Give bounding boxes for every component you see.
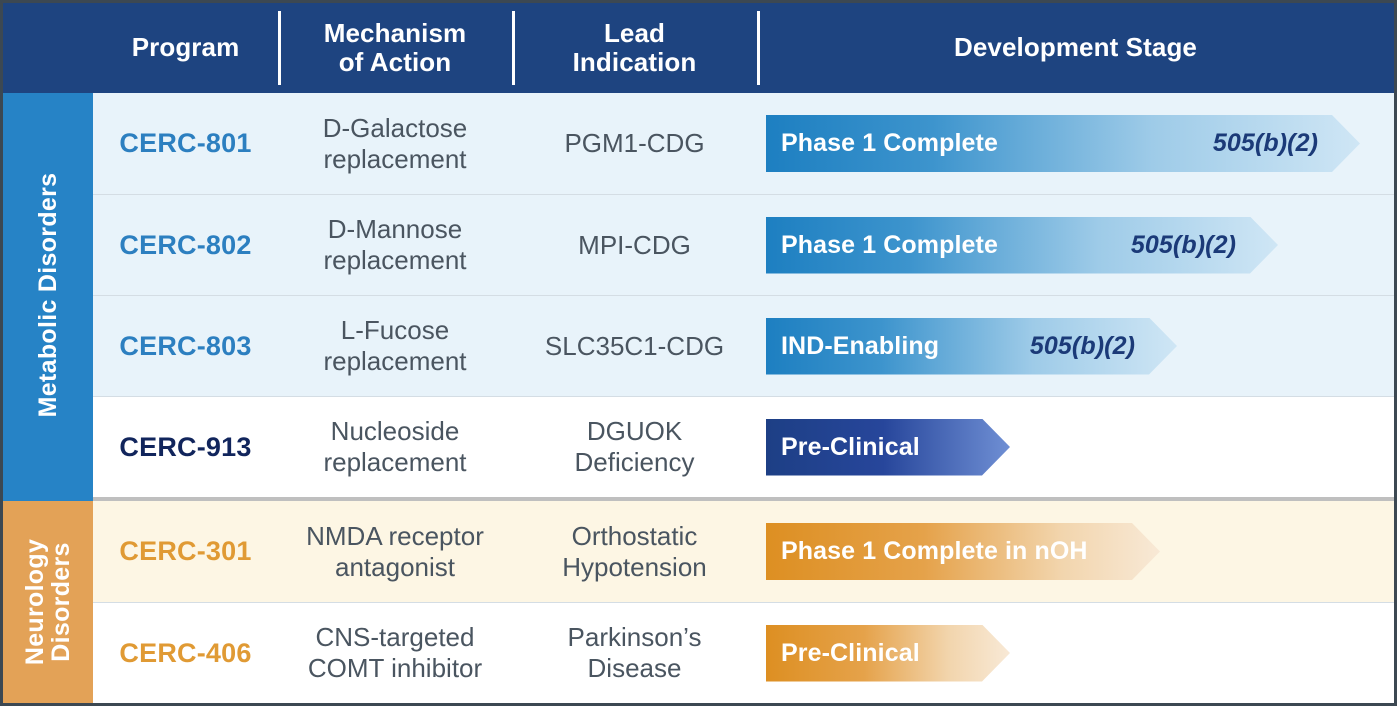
stage-arrow: IND-Enabling 505(b)(2): [766, 318, 1177, 375]
column-header-lead-indication-label: Lead Indication: [572, 17, 697, 77]
table-row: CERC-802 D-Mannose replacement MPI-CDG P…: [93, 194, 1394, 295]
stage-arrow-label: Phase 1 Complete: [781, 230, 998, 259]
cell-lead-indication: MPI-CDG: [512, 195, 757, 295]
moa-line2: COMT inhibitor: [307, 653, 483, 683]
column-header-lead-indication: Lead Indication: [512, 3, 757, 93]
cell-lead-indication: PGM1-CDG: [512, 93, 757, 194]
stage-arrow-label: IND-Enabling: [781, 331, 940, 360]
cell-mechanism-of-action: L-Fucose replacement: [278, 296, 512, 396]
indication-line1: Orthostatic: [571, 520, 698, 551]
cell-development-stage: Pre-Clinical: [757, 397, 1394, 497]
stage-arrow: Phase 1 Complete in nOH: [766, 523, 1160, 580]
section-divider-right: [93, 497, 1394, 501]
group-label-neurology-disorders: Neurology Disorders: [3, 501, 93, 703]
cell-program: CERC-913: [119, 431, 252, 462]
stage-arrow-label: Phase 1 Complete: [781, 129, 998, 157]
cell-program: CERC-406: [119, 637, 252, 668]
cell-lead-indication: SLC35C1-CDG: [512, 296, 757, 396]
cell-mechanism-of-action: Nucleoside replacement: [278, 397, 512, 497]
moa-line2: replacement: [323, 245, 467, 275]
group-neurology-disorders: Neurology Disorders CERC-301 NMDA recept…: [3, 501, 1394, 703]
column-header-mechanism-of-action-label: Mechanism of Action: [323, 17, 467, 77]
column-header-mechanism-of-action: Mechanism of Action: [278, 3, 512, 93]
moa-line1: NMDA receptor: [306, 520, 484, 551]
column-header-program: Program: [93, 3, 278, 93]
moa-line1: D-Mannose: [327, 214, 463, 245]
cell-program: CERC-802: [119, 229, 252, 260]
moa-line1: CNS-targeted: [315, 622, 475, 653]
section-divider: [3, 497, 1394, 501]
stage-arrow: Phase 1 Complete 505(b)(2): [766, 115, 1360, 172]
cell-program: CERC-301: [119, 536, 252, 566]
table-body: Metabolic Disorders CERC-801 D-Galactose…: [3, 93, 1394, 703]
cell-lead-indication: Parkinson’s Disease: [512, 603, 757, 703]
section-divider-left: [3, 497, 93, 501]
group-label-neurology-line2: Disorders: [47, 542, 75, 662]
stage-arrow-label: Phase 1 Complete in nOH: [781, 537, 1088, 565]
group-label-neurology-text: Neurology Disorders: [20, 538, 75, 666]
moa-line2: replacement: [323, 447, 467, 477]
moa-header-line1: Mechanism: [323, 17, 467, 48]
lead-header-line2: Indication: [572, 47, 697, 77]
moa-line1: D-Galactose: [322, 112, 468, 143]
indication-line2: Deficiency: [574, 447, 695, 477]
column-header-program-label: Program: [131, 32, 240, 63]
cell-mechanism-of-action: D-Galactose replacement: [278, 93, 512, 194]
group-rows-metabolic: CERC-801 D-Galactose replacement PGM1-CD…: [93, 93, 1394, 497]
cell-program: CERC-801: [119, 128, 252, 158]
group-label-metabolic-disorders: Metabolic Disorders: [3, 93, 93, 497]
indication-line2: Hypotension: [562, 551, 707, 582]
group-metabolic-disorders: Metabolic Disorders CERC-801 D-Galactose…: [3, 93, 1394, 497]
indication-line2: Disease: [587, 653, 682, 683]
cell-development-stage: Phase 1 Complete in nOH: [757, 501, 1394, 602]
stage-arrow: Phase 1 Complete 505(b)(2): [766, 217, 1278, 274]
cell-development-stage: Phase 1 Complete 505(b)(2): [757, 93, 1394, 194]
moa-line2: replacement: [323, 143, 467, 174]
indication-line1: PGM1-CDG: [564, 128, 705, 159]
column-header-development-stage-label: Development Stage: [954, 32, 1197, 63]
regulatory-pathway-label: 505(b)(2): [1029, 331, 1135, 360]
moa-line2: antagonist: [335, 551, 455, 582]
group-label-metabolic-text: Metabolic Disorders: [33, 172, 62, 418]
table-row: CERC-406 CNS-targeted COMT inhibitor Par…: [93, 602, 1394, 703]
moa-line1: Nucleoside: [330, 416, 460, 447]
indication-line1: DGUOK: [586, 416, 683, 447]
lead-header-line1: Lead: [603, 17, 666, 48]
indication-line1: MPI-CDG: [578, 229, 691, 260]
group-label-neurology-line1: Neurology: [20, 538, 49, 666]
table-row: CERC-803 L-Fucose replacement SLC35C1-CD…: [93, 295, 1394, 396]
column-header-development-stage: Development Stage: [757, 3, 1394, 93]
table-header-row: Program Mechanism of Action Lead Indicat…: [3, 3, 1394, 93]
cell-development-stage: IND-Enabling 505(b)(2): [757, 296, 1394, 396]
indication-line1: SLC35C1-CDG: [544, 330, 725, 361]
group-rows-neurology: CERC-301 NMDA receptor antagonist Orthos…: [93, 501, 1394, 703]
cell-mechanism-of-action: NMDA receptor antagonist: [278, 501, 512, 602]
stage-arrow-label: Pre-Clinical: [781, 638, 920, 667]
table-row: CERC-801 D-Galactose replacement PGM1-CD…: [93, 93, 1394, 194]
cell-lead-indication: Orthostatic Hypotension: [512, 501, 757, 602]
header-category-spacer: [3, 3, 93, 93]
stage-arrow-label: Pre-Clinical: [781, 432, 920, 461]
moa-line1: L-Fucose: [340, 315, 450, 346]
cell-program: CERC-803: [119, 330, 252, 361]
regulatory-pathway-label: 505(b)(2): [1130, 230, 1236, 259]
regulatory-pathway-label: 505(b)(2): [1212, 129, 1318, 157]
cell-development-stage: Pre-Clinical: [757, 603, 1394, 703]
moa-line2: replacement: [323, 346, 467, 376]
stage-arrow: Pre-Clinical: [766, 419, 1010, 476]
cell-mechanism-of-action: D-Mannose replacement: [278, 195, 512, 295]
indication-line1: Parkinson’s: [567, 622, 702, 653]
table-row: CERC-913 Nucleoside replacement DGUOK De…: [93, 396, 1394, 497]
stage-arrow: Pre-Clinical: [766, 625, 1010, 682]
moa-header-line2: of Action: [338, 47, 452, 77]
cell-lead-indication: DGUOK Deficiency: [512, 397, 757, 497]
cell-development-stage: Phase 1 Complete 505(b)(2): [757, 195, 1394, 295]
table-row: CERC-301 NMDA receptor antagonist Orthos…: [93, 501, 1394, 602]
cell-mechanism-of-action: CNS-targeted COMT inhibitor: [278, 603, 512, 703]
